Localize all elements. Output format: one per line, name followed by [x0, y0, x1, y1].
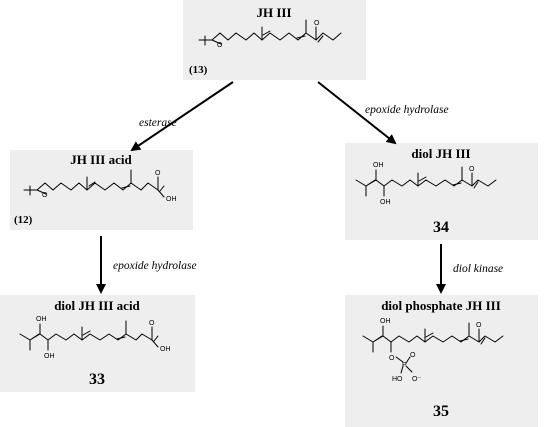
- structure-diol-phosphate-jh3: OH O P O HO O⁻ O: [362, 318, 504, 383]
- atom-hydroxyl-acid: OH: [160, 346, 171, 353]
- atom-hydroxyl-bottom: OH: [380, 199, 391, 206]
- atom-carbonyl-oxygen: O: [469, 166, 475, 173]
- atom-phosphate-anion: O⁻: [412, 376, 421, 383]
- compound-ref-jh3-acid: (12): [14, 214, 33, 226]
- enzyme-label-diol-kinase: diol kinase: [453, 263, 503, 275]
- arrow-esterase: [130, 81, 234, 152]
- atom-hydroxyl-bottom: OH: [44, 353, 55, 360]
- compound-box-jh3-acid: JH III acid (12) O O OH: [10, 150, 193, 230]
- enzyme-label-epoxide-hydrolase-right: epoxide hydrolase: [365, 104, 449, 116]
- atom-epoxide-oxygen: O: [42, 192, 48, 199]
- atom-hydroxyl-top: OH: [373, 162, 384, 169]
- compound-title-jh3: JH III: [256, 5, 291, 20]
- atom-carbonyl-oxygen: O: [476, 322, 482, 329]
- atom-phosphate-oxygen: O: [410, 352, 416, 359]
- atom-phosphate-hydroxyl: HO: [392, 376, 403, 383]
- compound-box-diol-phosphate-jh3: diol phosphate JH III 35 OH O P O HO O⁻ …: [345, 295, 538, 427]
- enzyme-label-epoxide-hydrolase-left: epoxide hydrolase: [113, 260, 197, 272]
- structure-diol-jh3-acid: OH OH O OH: [19, 316, 171, 360]
- atom-hydroxyl-top: OH: [36, 316, 47, 323]
- structure-jh3-acid: O O OH: [23, 169, 177, 203]
- compound-box-diol-jh3-acid: diol JH III acid 33 OH OH O OH: [0, 295, 195, 392]
- atom-epoxide-oxygen: O: [217, 42, 223, 49]
- compound-number-diol-jh3: 34: [433, 219, 449, 236]
- compound-title-diol-phosphate-jh3: diol phosphate JH III: [381, 298, 501, 313]
- compound-title-diol-jh3-acid: diol JH III acid: [54, 298, 140, 313]
- atom-hydroxyl: OH: [166, 196, 177, 203]
- compound-number-diol-jh3-acid: 33: [89, 371, 105, 388]
- compound-title-jh3-acid: JH III acid: [70, 152, 132, 167]
- atom-carbonyl-oxygen: O: [314, 20, 320, 27]
- structure-diol-jh3: OH OH O: [355, 162, 497, 206]
- compound-box-jh3: JH III (13) O O: [183, 0, 366, 80]
- enzyme-label-esterase: esterase: [139, 117, 177, 129]
- atom-hydroxyl: OH: [380, 318, 391, 325]
- compound-number-diol-phosphate-jh3: 35: [433, 403, 449, 420]
- atom-carbonyl-oxygen: O: [155, 170, 161, 177]
- atom-phosphorus: P: [402, 362, 407, 369]
- atom-ester-oxygen: O: [389, 355, 395, 362]
- compound-title-diol-jh3: diol JH III: [411, 146, 470, 161]
- compound-box-diol-jh3: diol JH III 34 OH OH O: [345, 143, 538, 240]
- structure-jh3: O O: [198, 19, 342, 49]
- atom-carbonyl-oxygen: O: [149, 320, 155, 327]
- arrow-epoxide-hydrolase-right: [317, 81, 397, 145]
- compound-ref-jh3: (13): [189, 64, 208, 76]
